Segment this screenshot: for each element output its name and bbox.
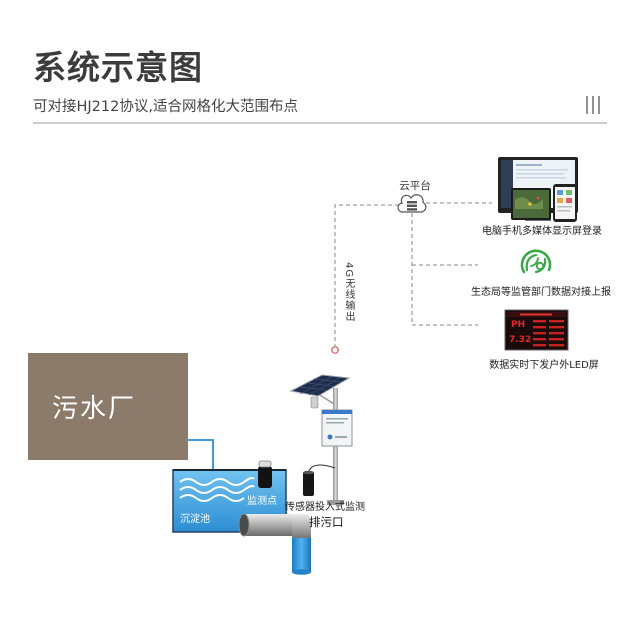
link-cloud-to-led	[411, 213, 478, 326]
settling-tank-label: 沉淀池	[180, 514, 210, 525]
wireless-output-label: 4G无线输出	[343, 262, 354, 323]
output-computer-label: 电脑手机多媒体显示屏登录	[482, 226, 602, 237]
pole-base	[327, 500, 344, 505]
outdoor-led-screen-icon	[504, 309, 569, 351]
weather-sensor	[310, 396, 319, 409]
page-title: 系统示意图	[33, 48, 203, 87]
cloud-platform-label: 云平台	[399, 180, 431, 192]
water-waves	[179, 477, 255, 502]
computer-phone-icon	[498, 157, 578, 222]
output-bureau-label: 生态局等监管部门数据对接上报	[471, 287, 611, 298]
link-cloud-to-station	[334, 204, 399, 346]
page-subtitle: 可对接HJ212协议,适合网格化大范围布点	[33, 99, 298, 115]
outlet-pipe	[238, 513, 311, 575]
sensor-cable	[308, 464, 336, 473]
ecology-bureau-logo-icon	[520, 249, 552, 274]
inflow-line	[188, 439, 214, 470]
immersion-sensor-label: 传感器投入式监测	[285, 502, 365, 513]
output-led-label: 数据实时下发户外LED屏	[489, 360, 599, 371]
sewage-plant-label: 污水厂	[52, 394, 137, 424]
led-value-text: 7.32	[509, 335, 532, 345]
tank-sensor	[258, 460, 272, 488]
solar-panel	[289, 374, 351, 397]
monitoring-point-label: 监测点	[247, 496, 277, 507]
led-param-text: PH	[511, 320, 526, 330]
immersion-sensor	[303, 472, 314, 496]
monitoring-station	[289, 374, 353, 505]
link-lines	[334, 202, 492, 346]
control-box	[321, 409, 353, 447]
three-vertical-lines-icon	[586, 96, 600, 114]
sewage-plant-box	[28, 353, 188, 460]
antenna-node	[331, 346, 339, 354]
cloud-server-icon	[397, 194, 427, 213]
outlet-label: 排污口	[309, 515, 344, 529]
